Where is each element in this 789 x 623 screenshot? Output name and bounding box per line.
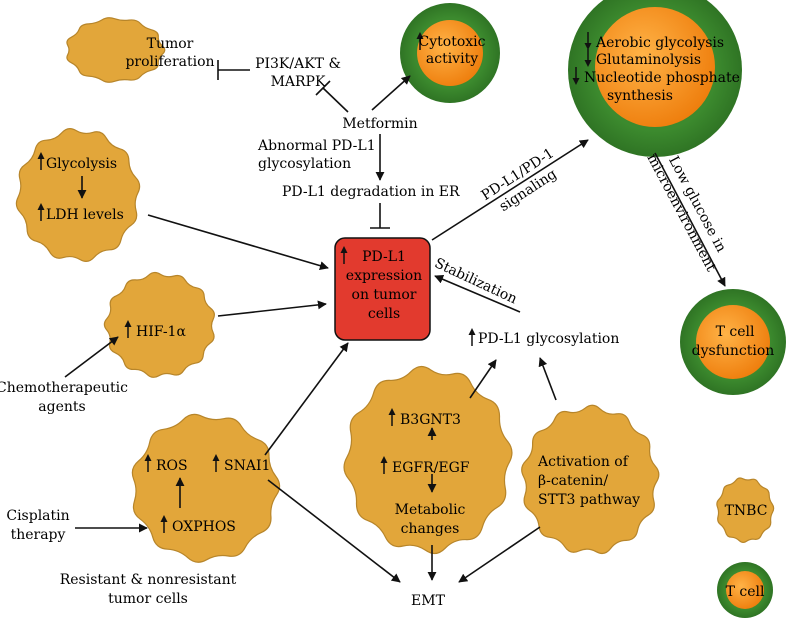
edge-pdl1-signaling [431, 139, 589, 241]
snai1-label: SNAI1 [224, 458, 270, 474]
center-line2: expression [346, 268, 422, 284]
cisplatin-label-line2: therapy [11, 527, 66, 543]
tcell-dysfunction-line2: dysfunction [692, 343, 775, 359]
edge-activation-emt [458, 526, 541, 583]
ldh-label: LDH levels [46, 207, 124, 223]
oxphos-label: OXPHOS [172, 519, 236, 535]
edge-snai1-pdl1 [264, 342, 349, 456]
up-oxphos-arrow [160, 515, 168, 533]
up-snai1-arrow [212, 454, 220, 472]
down-nucleotide-arrow [572, 67, 580, 85]
edge-activation-glyco [538, 357, 557, 401]
edge-stabilization [434, 275, 521, 313]
up-ros-arrow [144, 454, 152, 472]
aerobic-line2: Glutaminolysis [596, 52, 701, 68]
abnormal-label-line1: Abnormal PD-L1 [257, 138, 376, 154]
edge-metformin-cytotoxic [371, 75, 411, 111]
pi3k-label-line1: PI3K/AKT & [255, 56, 341, 72]
up-glycolysis-arrow [37, 152, 45, 170]
activation-line1: Activation of [537, 454, 630, 470]
edge-b3gnt3-glyco [469, 359, 497, 399]
tumor-proliferation-line2: proliferation [125, 54, 214, 70]
connectors [64, 60, 726, 583]
emt-label: EMT [411, 593, 446, 609]
cell-cytotoxic [400, 3, 500, 103]
pi3k-label-line2: MARPK [271, 74, 326, 90]
glycolysis-label: Glycolysis [46, 156, 117, 172]
edge-hif-pdl1 [217, 300, 327, 317]
aerobic-line1: Aerobic glycolysis [595, 35, 724, 51]
blob-tumor-proliferation [66, 17, 166, 83]
pdl1-expression-box [334, 237, 431, 341]
blob-hif [103, 271, 215, 378]
chemo-label-line2: agents [38, 399, 85, 415]
ros-label: ROS [156, 458, 188, 474]
center-line3: on tumor [352, 287, 417, 303]
cytotoxic-line2: activity [426, 51, 478, 67]
legend-tcell-circle [717, 562, 773, 618]
cytotoxic-line1: Cytotoxic [419, 34, 486, 50]
edge-metformin-inhibit-bar [315, 80, 331, 96]
resistant-label-line1: Resistant & nonresistant [60, 572, 237, 588]
legend-tcell-label: T cell [726, 584, 765, 600]
down-aerobic-arrow [584, 32, 592, 50]
up-pdl1-glyco-arrow [468, 328, 476, 346]
up-hif-arrow [124, 320, 132, 338]
legend-tnbc-blob [716, 477, 775, 544]
blob-b3gnt3 [343, 365, 513, 555]
egfr-label: EGFR/EGF [392, 460, 470, 476]
up-ldh-arrow [37, 203, 45, 221]
hif-label: HIF-1α [136, 324, 186, 340]
edge-chemo-hif [64, 336, 119, 378]
resistant-label-line2: tumor cells [108, 591, 188, 607]
metabolic-line1: Metabolic [395, 502, 466, 518]
aerobic-line3: Nucleotide phosphate [584, 70, 740, 86]
down-glutaminolysis-arrow [584, 49, 592, 67]
metformin-label: Metformin [342, 116, 417, 132]
chemo-label-line1: Chemotherapeutic [0, 380, 128, 396]
metabolic-line2: changes [401, 521, 460, 537]
blob-activation [521, 404, 660, 555]
cisplatin-label-line1: Cisplatin [6, 508, 69, 524]
indicator-arrows [37, 32, 592, 533]
b3gnt3-label: B3GNT3 [400, 412, 461, 428]
center-line4: cells [368, 306, 400, 322]
up-pdl1-arrow [340, 246, 348, 264]
activation-line2: β-catenin/ [538, 473, 608, 489]
pdl1-glycosylation-label: PD-L1 glycosylation [478, 331, 619, 347]
up-b3gnt3-arrow [388, 408, 396, 426]
abnormal-label-line2: glycosylation [258, 156, 351, 172]
up-egfr-arrow [380, 456, 388, 474]
blob-ros-snai1 [131, 413, 281, 563]
edge-low-glucose [654, 152, 726, 287]
edge-metformin-inhibits-pi3k [322, 87, 349, 113]
center-line1: PD-L1 [362, 249, 406, 265]
stabilization-label: Stabilization [432, 255, 520, 307]
aerobic-line4: synthesis [607, 88, 673, 104]
blob-glycolysis [15, 128, 141, 262]
legend-tnbc-label: TNBC [725, 503, 768, 519]
tumor-proliferation-line1: Tumor [147, 36, 194, 52]
edge-snai1-emt [267, 479, 401, 583]
cell-tcell-dysfunction [680, 289, 786, 395]
cell-aerobic [568, 0, 742, 157]
edge-glycolysis-pdl1 [147, 214, 329, 271]
up-cytotoxic-arrow [416, 32, 424, 50]
degradation-label: PD-L1 degradation in ER [282, 184, 460, 200]
activation-line3: STT3 pathway [538, 492, 640, 508]
tcell-dysfunction-line1: T cell [716, 324, 755, 340]
